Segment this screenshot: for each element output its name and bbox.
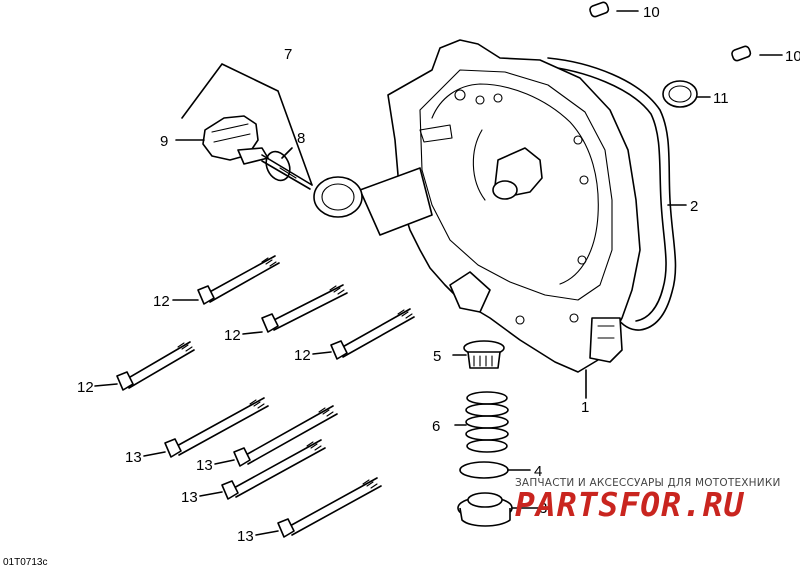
spring <box>465 391 509 453</box>
bolt-12-d <box>116 341 195 391</box>
watermark-tagline: ЗАПЧАСТИ И АКСЕССУАРЫ ДЛЯ МОТОТЕХНИКИ <box>515 477 781 489</box>
callout-9: 9 <box>160 133 168 150</box>
callout-10-right: 10 <box>785 48 800 65</box>
callout-13-c: 13 <box>181 489 198 506</box>
oil-dipstick-cap <box>202 115 313 190</box>
o-ring-8 <box>265 150 291 182</box>
oil-seal <box>662 80 698 108</box>
diagram-code: 01T0713c <box>3 557 47 568</box>
bolt-12-b <box>261 284 348 333</box>
bolts <box>116 255 415 538</box>
callout-1: 1 <box>581 399 589 416</box>
callout-4: 4 <box>534 463 542 480</box>
o-ring-4 <box>459 461 509 479</box>
callout-12-a: 12 <box>153 293 170 310</box>
callout-12-d: 12 <box>77 379 94 396</box>
callout-13-b: 13 <box>196 457 213 474</box>
callout-5: 5 <box>433 348 441 365</box>
callout-8: 8 <box>297 130 305 147</box>
oil-strainer <box>463 340 505 369</box>
dowel-pin-top <box>589 1 610 18</box>
bolt-13-a <box>164 397 269 458</box>
callout-2: 2 <box>690 198 698 215</box>
callout-10-top: 10 <box>643 4 660 21</box>
crankcase-cover <box>313 39 641 373</box>
watermark-brand: PARTSFOR.RU <box>515 485 745 524</box>
callout-11: 11 <box>713 90 729 107</box>
callout-7: 7 <box>284 46 292 63</box>
callout-13-d: 13 <box>237 528 254 545</box>
drain-plug <box>457 492 513 527</box>
callout-3: 3 <box>539 500 547 517</box>
callout-13-a: 13 <box>125 449 142 466</box>
leader-lines <box>94 10 783 536</box>
bolt-12-a <box>197 255 280 305</box>
bolt-13-d <box>277 477 382 538</box>
gasket-outline <box>541 57 677 331</box>
bolt-12-c <box>330 308 415 360</box>
callout-6: 6 <box>432 418 440 435</box>
bolt-13-c <box>221 439 326 500</box>
callout-12-c: 12 <box>294 347 311 364</box>
dowel-pin-right <box>731 45 752 62</box>
bolt-13-b <box>233 405 338 467</box>
callout-12-b: 12 <box>224 327 241 344</box>
